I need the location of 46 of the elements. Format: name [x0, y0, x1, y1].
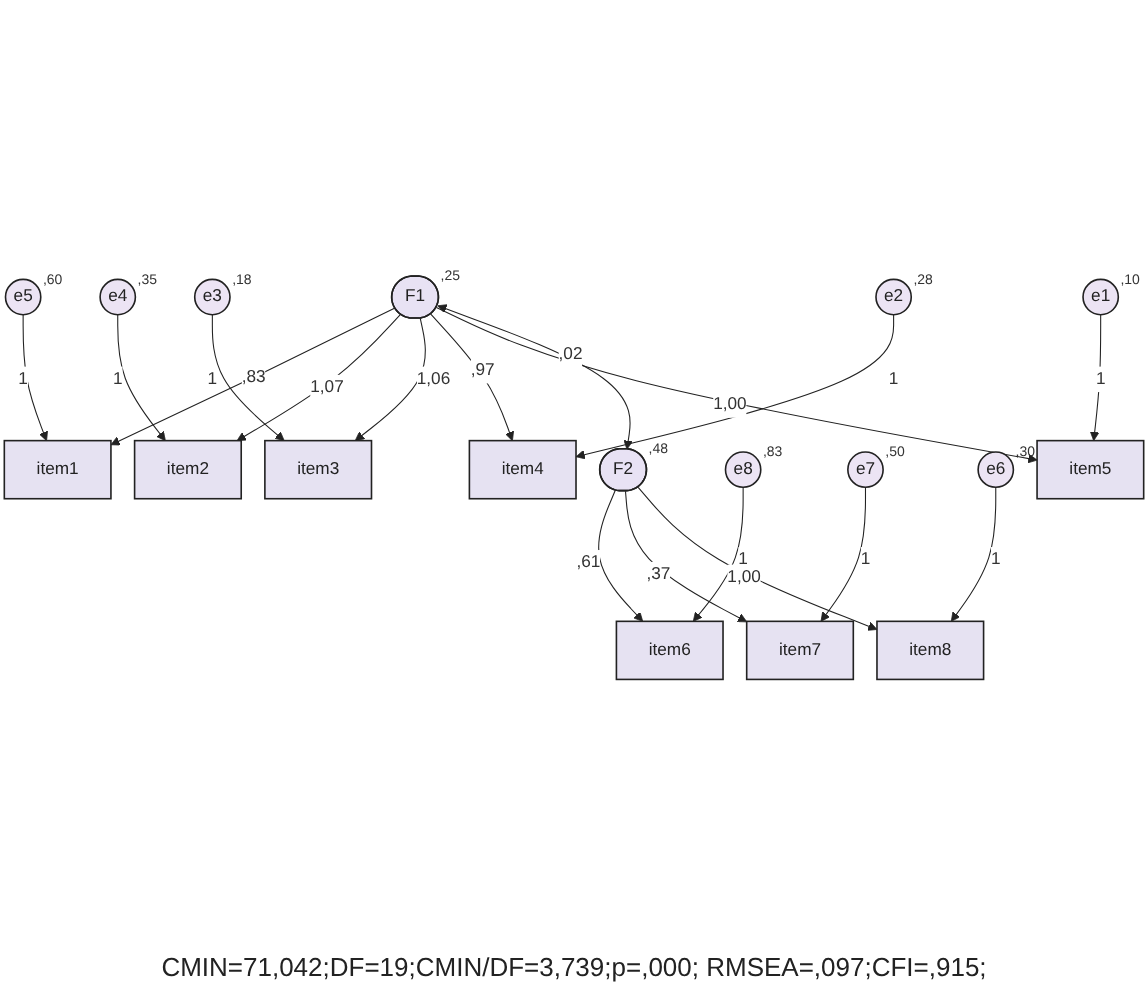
path-coefficient: ,61	[576, 549, 601, 575]
observed-variable-box: item8	[876, 619, 985, 680]
path-coefficient: 1,07	[310, 373, 344, 400]
observed-variable-box: item1	[3, 438, 112, 499]
path-coefficient: 1,06	[416, 365, 451, 392]
observed-variable-box: item3	[264, 438, 373, 499]
path-coefficient: ,97	[470, 356, 495, 383]
arrow	[437, 303, 633, 449]
arrow	[820, 485, 866, 621]
arrow	[211, 313, 285, 441]
error-circle: e2	[875, 277, 913, 315]
path-coefficient: ,37	[646, 560, 671, 587]
path-coefficient: 1,00	[727, 563, 761, 590]
error-circle: e7	[847, 450, 884, 488]
arrow	[22, 313, 48, 441]
error-circle: e6	[977, 450, 1015, 488]
arrow	[692, 485, 744, 621]
arrow	[435, 306, 1038, 463]
arrow	[354, 317, 426, 441]
error-circle: e3	[193, 277, 231, 315]
arrow	[110, 306, 396, 445]
observed-variable-box: item7	[745, 619, 855, 680]
latent-variable-circle: F2	[598, 447, 648, 491]
observed-variable-box: item5	[1036, 438, 1145, 499]
arrow	[624, 489, 748, 622]
observed-variable-box: item6	[615, 619, 724, 680]
arrow	[430, 312, 514, 441]
error-circle: e8	[724, 450, 762, 488]
latent-variable-circle: F1	[390, 274, 440, 318]
arrow	[117, 313, 166, 441]
observed-variable-box: item4	[468, 438, 577, 499]
path-coefficient: 1	[18, 365, 28, 392]
path-coefficient: 1	[1095, 365, 1106, 392]
observed-variable-box: item2	[133, 438, 243, 499]
error-circle: e1	[1082, 277, 1120, 315]
error-circle: e5	[4, 277, 42, 315]
arrow	[1089, 313, 1102, 441]
arrow	[575, 313, 895, 459]
path-coefficient: 1,00	[713, 391, 747, 417]
arrow	[950, 485, 997, 621]
arrow	[637, 485, 878, 630]
arrow	[236, 312, 402, 441]
arrow	[598, 488, 644, 621]
path-coefficient: ,83	[241, 364, 266, 390]
fit-statistics-caption: CMIN=71,042;DF=19;CMIN/DF=3,739;p=,000; RMSEA=,097;CFI=,915;	[159, 950, 989, 986]
error-circle: e4	[99, 277, 137, 315]
